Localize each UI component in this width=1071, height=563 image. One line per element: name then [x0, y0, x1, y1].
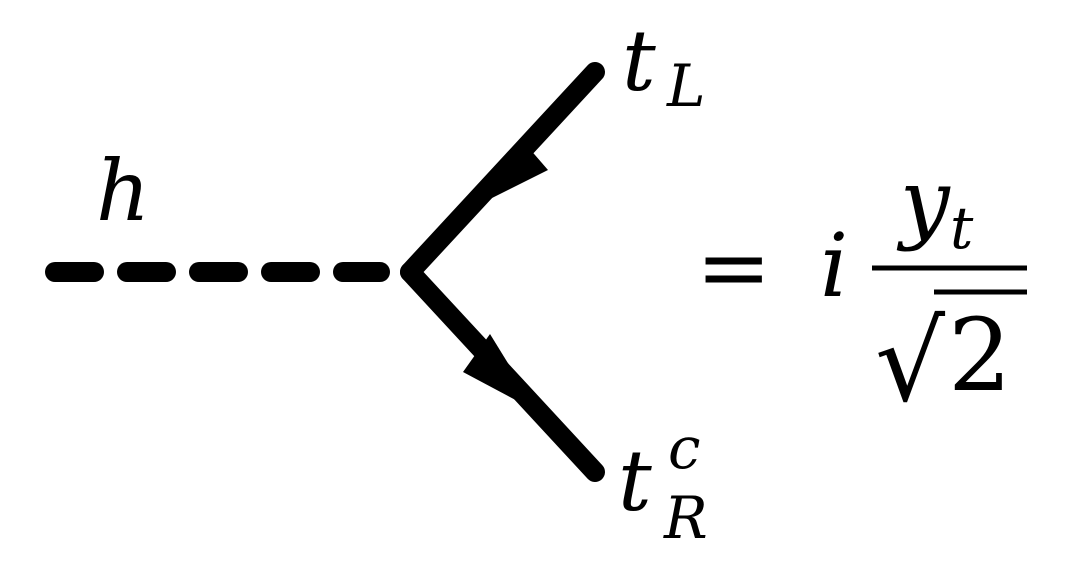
bottom-fermion-arrowhead — [463, 334, 538, 412]
bottom-quark-superscript: c — [668, 414, 700, 482]
coupling-numerator-subscript: t — [950, 194, 974, 262]
bottom-quark-subscript: R — [663, 484, 708, 552]
imaginary-unit: i — [820, 214, 848, 317]
bottom-quark-label: t — [618, 432, 652, 530]
top-fermion-arrowhead — [464, 140, 548, 212]
square-root-sign: √ — [875, 298, 946, 426]
top-quark-subscript: L — [666, 52, 706, 120]
bottom-fermion-line — [400, 262, 605, 482]
equals-sign: = — [696, 215, 771, 320]
radicand: 2 — [948, 297, 1012, 414]
top-fermion-line — [400, 62, 605, 282]
coupling-numerator: y — [896, 150, 951, 253]
top-quark-label: t — [622, 12, 656, 110]
higgs-label: h — [96, 142, 150, 240]
